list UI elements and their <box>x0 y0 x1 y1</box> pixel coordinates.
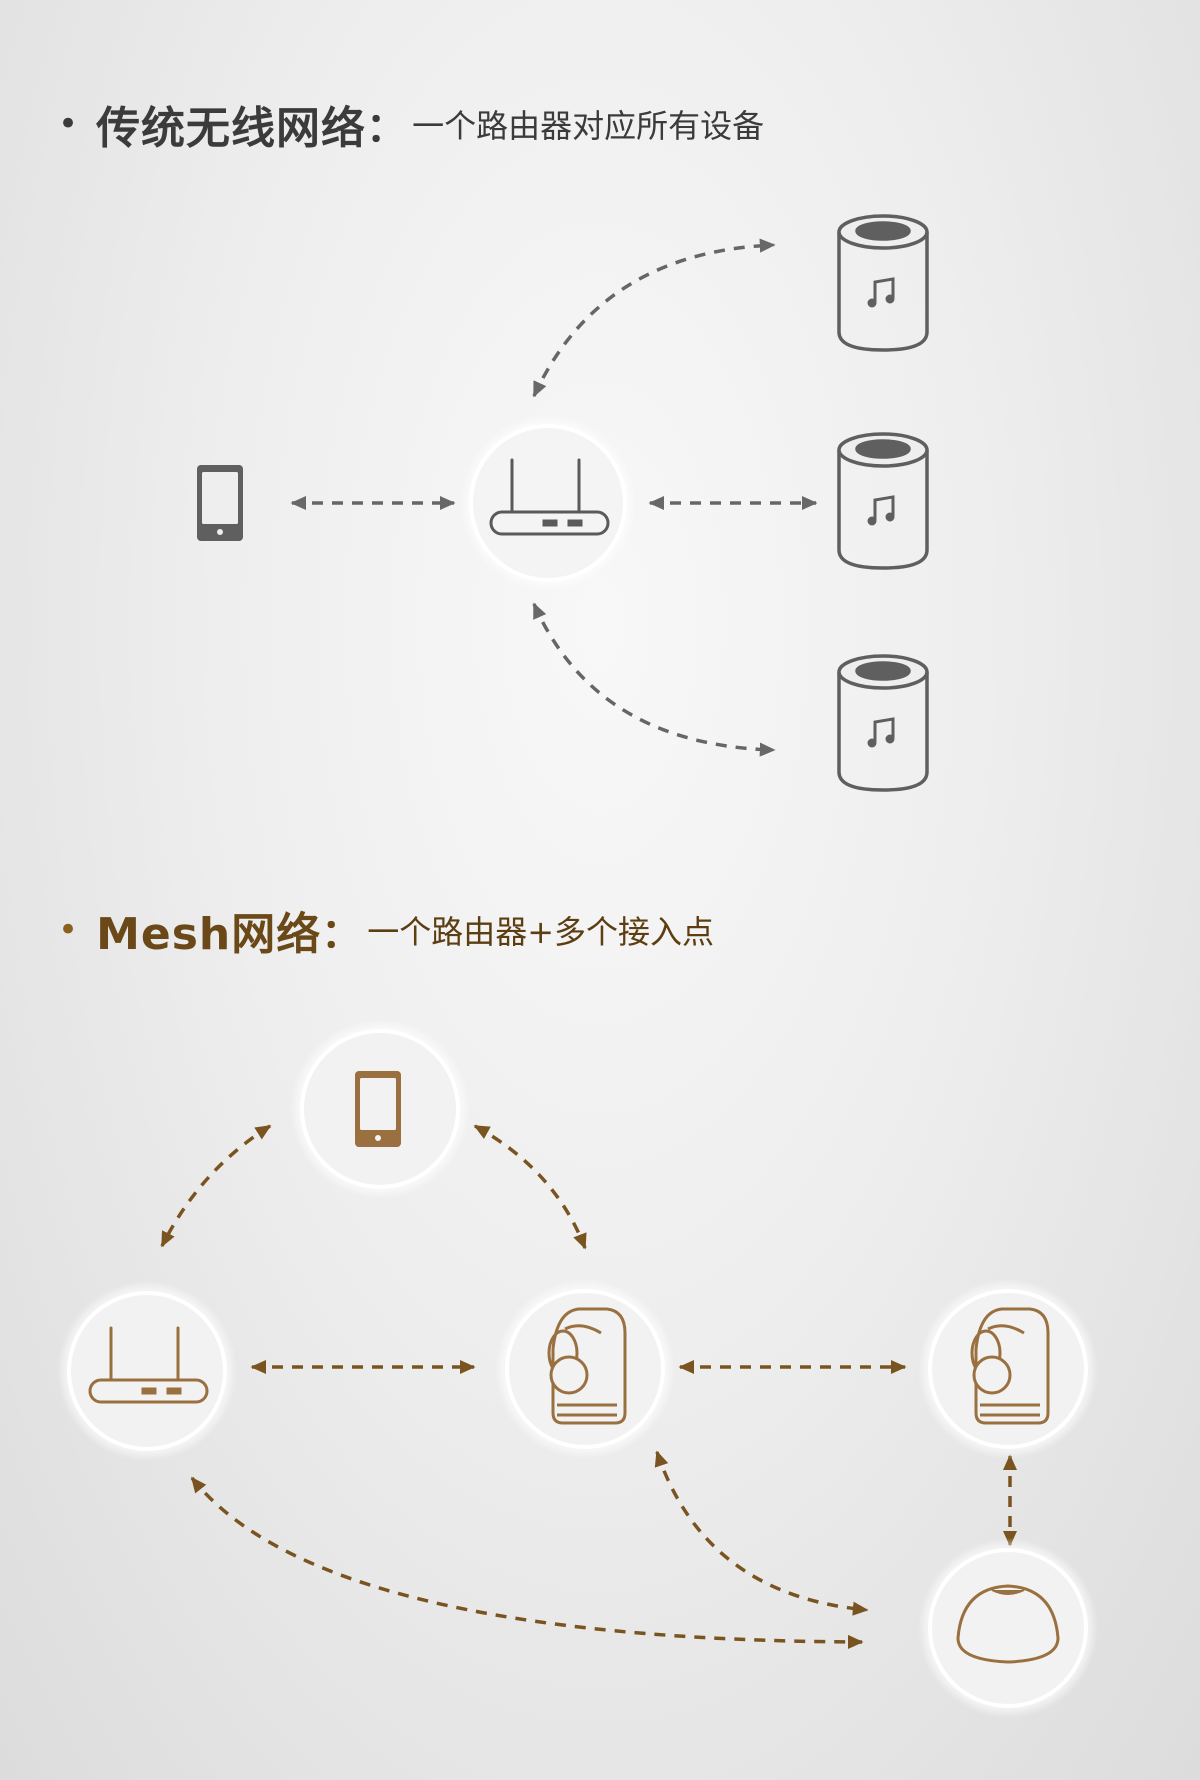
heading-subtitle: 一个路由器+多个接入点 <box>367 913 715 951</box>
link-router-speaker-top <box>532 238 776 398</box>
bullet: • <box>58 910 79 950</box>
link-phone-router <box>160 1124 272 1248</box>
router-icon <box>489 458 610 536</box>
link-router-dome <box>190 1476 864 1650</box>
heading-title: 传统无线网络 <box>96 103 367 154</box>
access-point-node <box>918 1279 1098 1459</box>
access-point-node <box>495 1279 675 1459</box>
link-ap1-dome <box>654 1450 869 1616</box>
heading-title: Mesh网络 <box>96 909 322 960</box>
speaker-icon <box>837 654 929 792</box>
router-node <box>460 415 636 591</box>
phone-icon <box>355 1071 401 1147</box>
phone-node <box>290 1019 470 1199</box>
dome-speaker-icon <box>956 1584 1060 1664</box>
heading-colon: ： <box>366 105 407 151</box>
access-point-icon <box>970 1307 1050 1425</box>
heading-mesh: • Mesh网络 ： 一个路由器+多个接入点 <box>58 898 714 962</box>
music-note-icon <box>867 717 895 748</box>
traditional-network <box>197 214 929 792</box>
heading-subtitle: 一个路由器对应所有设备 <box>412 107 765 145</box>
access-point-icon <box>547 1307 627 1425</box>
speaker-icon <box>837 432 929 570</box>
phone-icon <box>197 465 243 541</box>
music-note-icon <box>867 495 895 526</box>
router-node <box>57 1281 237 1461</box>
dome-speaker-node <box>918 1538 1098 1718</box>
router-icon <box>88 1326 209 1404</box>
heading-traditional: • 传统无线网络 ： 一个路由器对应所有设备 <box>58 92 764 156</box>
link-router-speaker-bottom <box>532 602 776 757</box>
link-phone-ap1 <box>473 1124 587 1250</box>
music-note-icon <box>867 277 895 308</box>
heading-colon: ： <box>321 911 362 957</box>
speaker-icon <box>837 214 929 352</box>
mesh-network <box>57 1019 1098 1718</box>
bullet: • <box>58 104 79 144</box>
